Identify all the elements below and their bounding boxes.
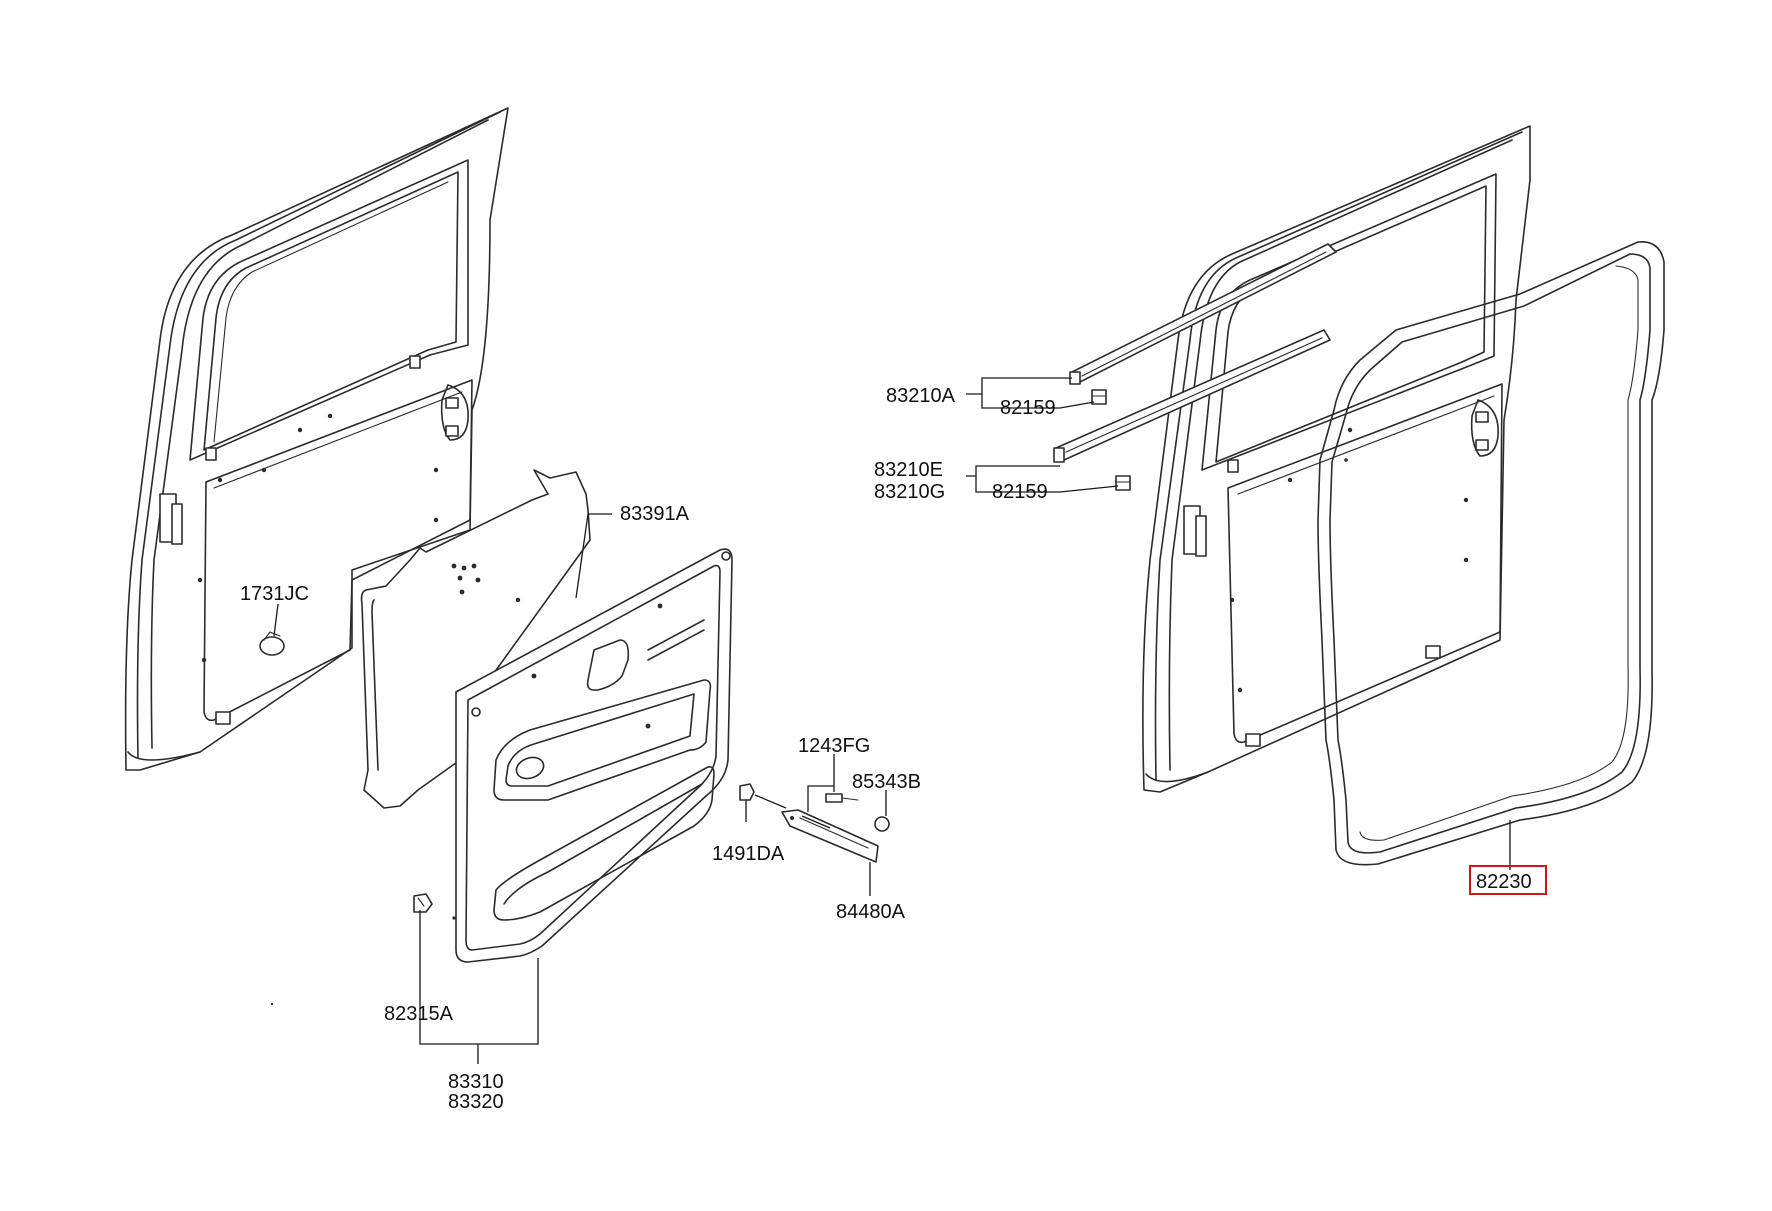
label-82159-top: 82159	[1000, 397, 1056, 419]
label-1243FG: 1243FG	[798, 735, 870, 757]
part-labels: 83391A 1731JC 1243FG 85343B 1491DA 84480…	[240, 385, 1547, 1113]
label-83391A: 83391A	[620, 503, 690, 525]
label-82159-bottom: 82159	[992, 481, 1048, 503]
label-1731JC: 1731JC	[240, 583, 309, 605]
label-84480A: 84480A	[836, 901, 906, 923]
clip-82159-top	[1091, 389, 1107, 405]
label-83210G: 83210G	[874, 481, 945, 503]
weatherstrip-83210A	[1069, 243, 1337, 385]
label-83320: 83320	[448, 1091, 504, 1113]
clip-82315A	[413, 893, 456, 920]
label-83210A: 83210A	[886, 385, 956, 407]
clip-82159-bottom	[1115, 475, 1131, 491]
weatherstrip-83210E	[1053, 329, 1331, 463]
sealing-sheet-83391A	[360, 469, 591, 809]
leader-lines	[273, 377, 1511, 1064]
left-door-frame	[124, 107, 509, 771]
label-83210E: 83210E	[874, 459, 943, 481]
plug-1731JC	[259, 631, 285, 656]
label-82315A: 82315A	[384, 1003, 454, 1025]
pull-handle-assembly	[739, 783, 890, 863]
label-85343B: 85343B	[852, 771, 921, 793]
label-83310: 83310	[448, 1071, 504, 1093]
highlight-box-82230	[1469, 865, 1547, 895]
door-trim-panel	[455, 548, 733, 963]
door-weatherstrip-82230	[1317, 241, 1665, 866]
label-82230[interactable]: 82230	[1476, 871, 1532, 893]
label-1491DA: 1491DA	[712, 843, 785, 865]
